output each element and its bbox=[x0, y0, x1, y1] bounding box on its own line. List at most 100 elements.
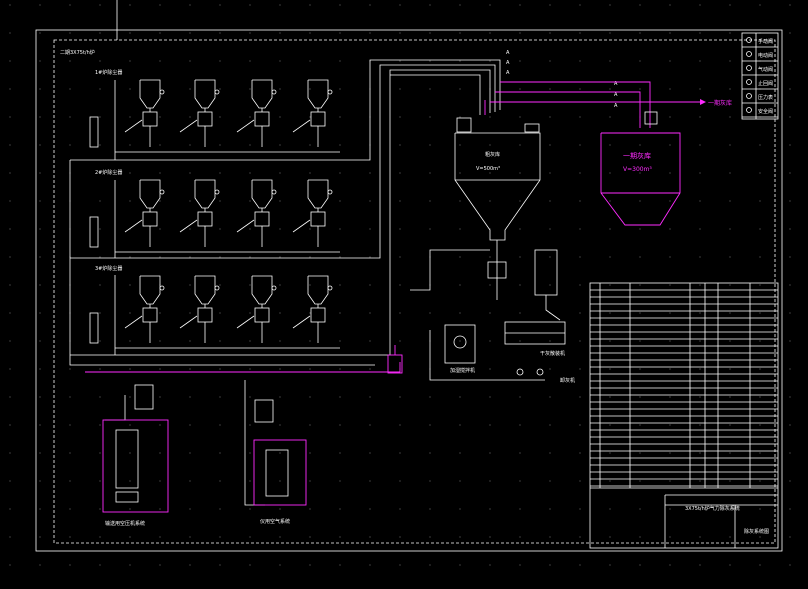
grid-dot bbox=[189, 536, 191, 538]
grid-dot bbox=[549, 172, 551, 174]
grid-dot bbox=[609, 536, 611, 538]
grid-dot bbox=[159, 4, 161, 6]
boiler-group-label: 2#炉除尘器 bbox=[95, 169, 122, 176]
grid-dot bbox=[459, 172, 461, 174]
compressor-system-left bbox=[102, 384, 169, 513]
grid-dot bbox=[549, 480, 551, 482]
unloader-label: 卸灰机 bbox=[560, 377, 575, 384]
grid-dot bbox=[759, 508, 761, 510]
grid-dot bbox=[639, 88, 641, 90]
conveying-pipes bbox=[69, 59, 501, 366]
grid-dot bbox=[579, 256, 581, 258]
main-silo bbox=[454, 117, 541, 241]
grid-dot bbox=[729, 172, 731, 174]
grid-dot bbox=[279, 200, 281, 202]
hopper bbox=[251, 179, 273, 209]
grid-dot bbox=[459, 508, 461, 510]
grid-dot bbox=[309, 116, 311, 118]
grid-dot bbox=[489, 4, 491, 6]
grid-dot bbox=[579, 284, 581, 286]
dust-collector-unit bbox=[124, 179, 165, 247]
grid-dot bbox=[249, 60, 251, 62]
grid-dot bbox=[609, 144, 611, 146]
pump-vessel bbox=[310, 211, 326, 227]
grid-dot bbox=[159, 340, 161, 342]
grid-dot bbox=[189, 60, 191, 62]
grid-dot bbox=[189, 424, 191, 426]
grid-dot bbox=[459, 200, 461, 202]
grid-dot bbox=[279, 60, 281, 62]
grid-dot bbox=[519, 172, 521, 174]
grid-dot bbox=[279, 4, 281, 6]
grid-dot bbox=[549, 452, 551, 454]
grid-dot bbox=[639, 368, 641, 370]
grid-dot bbox=[129, 536, 131, 538]
grid-dot bbox=[579, 480, 581, 482]
grid-dot bbox=[759, 4, 761, 6]
grid-dot bbox=[189, 508, 191, 510]
grid-dot bbox=[699, 564, 701, 566]
grid-dot bbox=[129, 480, 131, 482]
grid-dot bbox=[549, 284, 551, 286]
grid-dot bbox=[339, 32, 341, 34]
dust-collector-unit bbox=[292, 179, 333, 247]
grid-dot bbox=[579, 508, 581, 510]
grid-dot bbox=[609, 564, 611, 566]
grid-dot bbox=[309, 480, 311, 482]
grid-dot bbox=[339, 452, 341, 454]
grid-dot bbox=[759, 256, 761, 258]
grid-dot bbox=[189, 4, 191, 6]
grid-dot bbox=[639, 424, 641, 426]
grid-dot bbox=[399, 564, 401, 566]
grid-dot bbox=[249, 340, 251, 342]
grid-dot bbox=[99, 88, 101, 90]
grid-dot bbox=[459, 312, 461, 314]
grid-dot bbox=[9, 4, 11, 6]
grid-dot bbox=[669, 396, 671, 398]
grid-dot bbox=[369, 228, 371, 230]
grid-dot bbox=[219, 424, 221, 426]
grid-dot bbox=[549, 116, 551, 118]
grid-dot bbox=[339, 200, 341, 202]
grid-dot bbox=[669, 144, 671, 146]
grid-dot bbox=[699, 284, 701, 286]
grid-dot bbox=[759, 536, 761, 538]
grid-dot bbox=[309, 396, 311, 398]
grid-dot bbox=[549, 564, 551, 566]
legend-row-label: 压力表 bbox=[758, 94, 773, 101]
grid-dot bbox=[369, 424, 371, 426]
grid-dot bbox=[339, 60, 341, 62]
grid-dot bbox=[69, 144, 71, 146]
grid-dot bbox=[459, 116, 461, 118]
grid-dot bbox=[249, 368, 251, 370]
magenta-pump bbox=[387, 345, 403, 374]
pipe bbox=[236, 219, 255, 233]
grid-dot bbox=[729, 340, 731, 342]
grid-dot bbox=[699, 424, 701, 426]
grid-dot bbox=[189, 172, 191, 174]
dust-collector-unit bbox=[179, 79, 220, 147]
grid-dot bbox=[519, 88, 521, 90]
grid-dot bbox=[339, 564, 341, 566]
boiler-group-label: 1#炉除尘器 bbox=[95, 69, 122, 76]
grid-dot bbox=[189, 200, 191, 202]
dust-collector-unit bbox=[236, 275, 277, 343]
grid-dot bbox=[369, 200, 371, 202]
grid-dot bbox=[699, 32, 701, 34]
grid-dot bbox=[369, 256, 371, 258]
grid-dot bbox=[129, 200, 131, 202]
grid-dot bbox=[39, 508, 41, 510]
grid-dot bbox=[789, 284, 791, 286]
grid-dot bbox=[609, 424, 611, 426]
grid-dot bbox=[219, 172, 221, 174]
grid-dot bbox=[429, 312, 431, 314]
grid-dot bbox=[279, 564, 281, 566]
pipe-tag: A bbox=[506, 70, 510, 76]
grid-dot bbox=[369, 564, 371, 566]
side-instrument bbox=[89, 116, 99, 148]
grid-dot bbox=[429, 452, 431, 454]
grid-dot bbox=[549, 32, 551, 34]
grid-dot bbox=[459, 340, 461, 342]
grid-dot bbox=[249, 284, 251, 286]
